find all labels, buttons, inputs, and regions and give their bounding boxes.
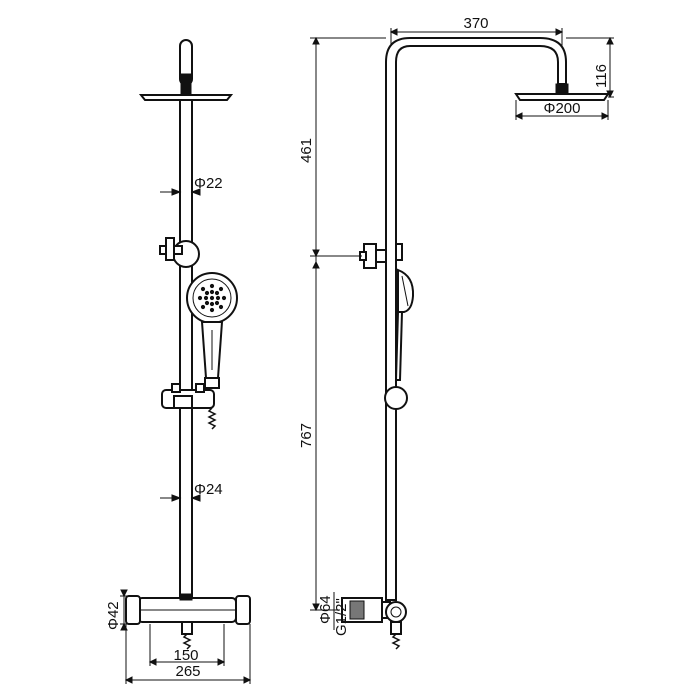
front-wall-bracket	[159, 237, 200, 268]
front-overall-width-label: 265	[175, 663, 200, 680]
front-upper-diameter-dimension: Φ22	[160, 175, 223, 196]
side-wall-bracket	[359, 243, 403, 269]
front-head-connector	[180, 83, 192, 96]
side-head-diameter-dimension: Φ200	[514, 100, 610, 120]
side-head-diameter-label: Φ200	[544, 100, 581, 117]
front-slide-holder	[161, 383, 215, 409]
side-thread-label: G1/2"	[333, 598, 350, 636]
side-arm-reach-dimension: 370	[389, 15, 564, 46]
side-view: 370 116 Φ200	[298, 15, 614, 650]
side-valve-body	[341, 597, 407, 650]
front-valve-body	[125, 593, 251, 625]
side-upper-height-label: 461	[298, 138, 315, 163]
front-hand-shower	[186, 272, 238, 389]
front-overall-width-dimension: 265	[124, 624, 252, 684]
side-head-drop-label: 116	[593, 64, 610, 88]
side-upper-height-dimension: 461	[298, 36, 386, 258]
front-lower-diameter-dimension: Φ24	[160, 481, 223, 502]
front-lower-diameter-label: Φ24	[194, 481, 223, 498]
front-riser-pipe	[179, 99, 193, 601]
front-shower-head	[138, 94, 234, 101]
side-shower-head	[514, 93, 610, 101]
front-inlet-spacing-label: 150	[173, 647, 198, 664]
side-lower-height-dimension: 767	[298, 256, 340, 612]
side-slide-knob	[384, 386, 408, 410]
side-riser-arm	[385, 37, 567, 601]
front-finial-collar	[180, 73, 192, 84]
side-lower-height-label: 767	[298, 423, 315, 448]
side-arm-reach-label: 370	[463, 15, 488, 32]
front-spray-nozzles	[197, 283, 227, 313]
front-valve-height-dimension: Φ42	[105, 589, 138, 631]
front-upper-diameter-label: Φ22	[194, 175, 223, 192]
side-hand-shower	[394, 268, 415, 381]
side-valve-diameter-dimension: Φ64	[317, 592, 335, 630]
front-valve-height-label: Φ42	[105, 601, 122, 630]
side-valve-diameter-label: Φ64	[317, 595, 334, 624]
front-hose	[207, 407, 217, 430]
front-view: Φ22	[105, 39, 252, 684]
front-outlet-stub	[181, 621, 193, 635]
side-head-connector	[555, 83, 569, 95]
front-outlet-thread	[182, 633, 192, 650]
side-thread-dimension: G1/2"	[333, 598, 350, 636]
front-inlet-spacing-dimension: 150	[148, 624, 226, 666]
side-head-drop-dimension: 116	[566, 36, 614, 99]
